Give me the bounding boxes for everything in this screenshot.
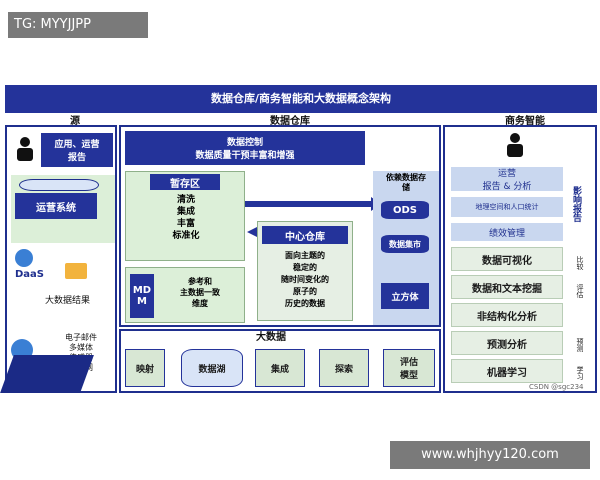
staging-steps: 清洗 集成 丰富 标准化 — [172, 195, 200, 241]
integrate-step: 集成 — [255, 349, 305, 387]
bigdata-title: 大数据 — [256, 332, 286, 343]
ods-node: ODS — [381, 201, 429, 219]
diagram-title: 数据仓库/商务智能和大数据概念架构 — [5, 85, 597, 113]
datalake-step: 数据湖 — [181, 349, 243, 387]
mdm-text: 参考和 主数据一致 维度 — [180, 277, 220, 308]
cube-node: 立方体 — [381, 283, 429, 309]
bi-item-3: 预测分析 — [451, 331, 563, 355]
globe-icon — [15, 249, 33, 267]
bi-panel: 运营 报告 & 分析 地理空间和人口统计 绩效管理 影响报告 数据可视化 数据和… — [443, 125, 597, 393]
bi-item-1: 数据和文本挖掘 — [451, 275, 563, 299]
datamart-node: 数据集市 — [381, 235, 429, 253]
source-panel: 应用、运营 报告 运营系统 DaaS 大数据结果 电子邮件 多媒体 传感器 物联… — [0, 125, 117, 393]
side-label-3: 学习 — [576, 366, 584, 380]
side-label-1: 评估 — [576, 284, 584, 298]
watermark-url: www.whjhyy120.com — [390, 441, 590, 469]
bi-item-2: 非结构化分析 — [451, 303, 563, 327]
bi-item-0: 数据可视化 — [451, 247, 563, 271]
staging-area: 暂存区 清洗 集成 丰富 标准化 — [125, 171, 245, 261]
side-label-2: 预测 — [576, 338, 584, 352]
side-label-0: 比较 — [576, 256, 584, 270]
evaluate-step: 评估 模型 — [383, 349, 435, 387]
credit-text: CSDN @sgc234 — [529, 383, 584, 391]
staging-title: 暂存区 — [150, 174, 220, 190]
ops-system-box: 运营系统 — [15, 193, 97, 219]
impact-report-label: 影响报告 — [571, 186, 581, 222]
bi-header: 商务智能 — [505, 116, 545, 127]
data-control-box: 数据控制 数据质量干预丰富和增强 — [125, 131, 365, 165]
mdm-area: MD M 参考和 主数据一致 维度 — [125, 267, 245, 323]
disk-stack — [19, 179, 99, 191]
user-icon — [15, 135, 35, 163]
bigdata-panel: 大数据 映射 数据湖 集成 探索 评估 模型 — [119, 329, 441, 393]
mdm-label: MD M — [130, 274, 154, 318]
dependent-store-title: 依赖数据存 储 — [386, 173, 426, 192]
perf-mgmt-box: 绩效管理 — [451, 223, 563, 241]
dark-overlay — [0, 355, 94, 393]
central-text: 面向主题的 稳定的 随时间变化的 原子的 历史的数据 — [281, 251, 329, 308]
warehouse-panel: 数据控制 数据质量干预丰富和增强 暂存区 清洗 集成 丰富 标准化 MD M 参… — [119, 125, 441, 327]
watermark-tag: TG: MYYJJPP — [8, 12, 148, 38]
ops-system-area: 运营系统 — [11, 175, 115, 243]
geo-stats-box: 地理空间和人口统计 — [451, 197, 563, 217]
central-title: 中心仓库 — [262, 226, 348, 244]
user-icon-bi — [505, 131, 525, 159]
ops-report-box: 运营 报告 & 分析 — [451, 167, 563, 192]
daas-label: DaaS — [15, 269, 44, 280]
folder-icon — [65, 263, 87, 279]
central-warehouse: 中心仓库 面向主题的 稳定的 随时间变化的 原子的 历史的数据 — [257, 221, 353, 321]
bi-item-4: 机器学习 — [451, 359, 563, 383]
map-step: 映射 — [125, 349, 165, 387]
dependent-store: 依赖数据存 储 ODS 数据集市 立方体 — [373, 171, 439, 325]
arrow-left-icon — [247, 227, 257, 237]
bigdata-result-label: 大数据结果 — [45, 296, 91, 306]
arrow-bar — [245, 201, 375, 207]
explore-step: 探索 — [319, 349, 369, 387]
architecture-diagram: 数据仓库/商务智能和大数据概念架构 源 数据仓库 商务智能 应用、运营 报告 运… — [0, 85, 597, 395]
warehouse-header: 数据仓库 — [270, 116, 310, 127]
app-report-box: 应用、运营 报告 — [41, 133, 113, 167]
source-header: 源 — [70, 116, 80, 127]
